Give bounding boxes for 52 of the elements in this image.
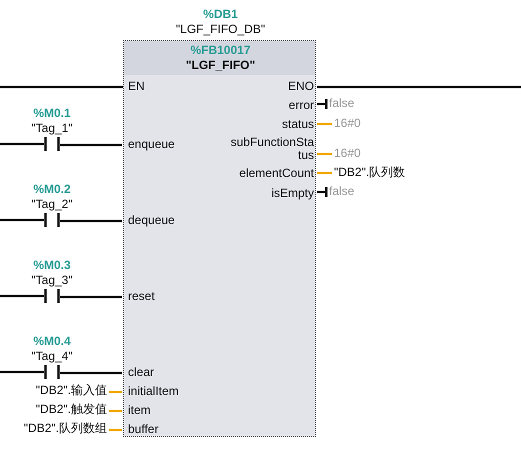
pin-label: enqueue bbox=[128, 138, 176, 151]
pin-label: subFunctionSta tus bbox=[230, 136, 314, 162]
pin-label: ENO bbox=[286, 80, 314, 93]
connection-line bbox=[0, 218, 44, 222]
connection-line bbox=[0, 370, 44, 374]
connection-line bbox=[0, 86, 124, 88]
connection-line bbox=[0, 294, 44, 298]
connection-line bbox=[317, 152, 332, 156]
connection-line bbox=[317, 187, 328, 197]
operand-value: "DB2".队列数组 bbox=[24, 421, 107, 435]
connection-line bbox=[60, 296, 122, 298]
operand-value: "DB2".输入值 bbox=[36, 383, 107, 397]
block-name: "LGF_FIFO" bbox=[184, 58, 256, 72]
connection-line bbox=[109, 390, 122, 394]
connection-line bbox=[0, 142, 44, 146]
tag-name: "Tag_4" bbox=[31, 349, 73, 363]
tag-address: %M0.2 bbox=[33, 182, 71, 196]
tag-name: "Tag_2" bbox=[31, 197, 73, 211]
connection-line bbox=[60, 144, 122, 146]
pin-label: dequeue bbox=[128, 214, 176, 227]
operand-value: "DB2".队列数 bbox=[334, 165, 406, 179]
pin-label: clear bbox=[128, 366, 156, 379]
pin-label: initialItem bbox=[128, 385, 180, 398]
operand-value: false bbox=[329, 184, 354, 198]
pin-label: isEmpty bbox=[270, 187, 314, 200]
operand-value: "DB2".触发值 bbox=[36, 402, 107, 416]
connection-line bbox=[60, 220, 122, 222]
instance-name: "LGF_FIFO_DB" bbox=[174, 22, 266, 36]
connection-line bbox=[317, 122, 332, 126]
operand-value: false bbox=[329, 96, 354, 110]
block-address: %FB10017 bbox=[189, 43, 252, 57]
connection-line bbox=[317, 99, 328, 109]
pin-label: status bbox=[280, 118, 314, 131]
tag-address: %M0.3 bbox=[33, 258, 71, 272]
pin-label: reset bbox=[128, 290, 156, 303]
tag-address: %M0.4 bbox=[33, 334, 71, 348]
tag-name: "Tag_1" bbox=[31, 121, 73, 135]
tag-address: %M0.1 bbox=[33, 106, 71, 120]
connection-line bbox=[317, 172, 332, 174]
connection-line bbox=[109, 428, 122, 432]
connection-line bbox=[60, 372, 122, 374]
operand-value: 16#0 bbox=[334, 146, 361, 160]
instance-address: %DB1 bbox=[202, 7, 239, 21]
pin-label: elementCount bbox=[238, 167, 314, 180]
connection-line bbox=[109, 410, 122, 412]
tag-name: "Tag_3" bbox=[31, 273, 73, 287]
operand-value: 16#0 bbox=[334, 116, 361, 130]
connection-line bbox=[317, 86, 521, 88]
pin-label: EN bbox=[128, 80, 146, 93]
pin-label: item bbox=[128, 404, 152, 417]
pin-label: buffer bbox=[128, 423, 160, 436]
pin-label: error bbox=[288, 99, 314, 112]
